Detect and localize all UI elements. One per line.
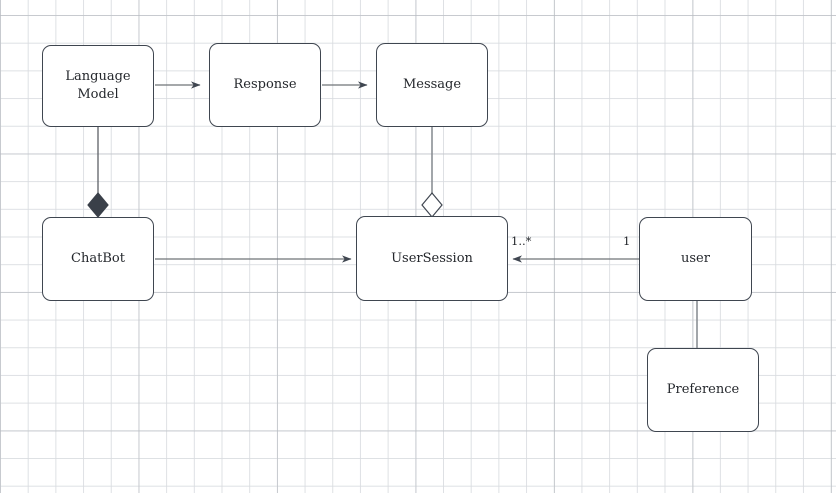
node-chatbot[interactable]: ChatBot [42,217,154,301]
edge-message-to-usersession [421,127,443,218]
node-user[interactable]: user [639,217,752,301]
node-preference[interactable]: Preference [647,348,759,432]
node-response-label: Response [233,77,297,93]
node-message-label: Message [402,77,462,93]
node-response[interactable]: Response [209,43,321,127]
node-user-label: user [681,251,710,267]
hollow-diamond-icon [421,192,443,218]
node-language-model[interactable]: Language Model [42,45,154,127]
node-usersession[interactable]: UserSession [356,216,508,301]
user-multiplicity-label: 1 [623,234,631,248]
node-preference-label: Preference [666,382,740,398]
edge-language-model-to-chatbot [87,127,109,218]
usersession-multiplicity-label: 1..* [511,234,532,248]
node-chatbot-label: ChatBot [71,251,125,267]
node-usersession-label: UserSession [391,250,473,266]
node-message[interactable]: Message [376,43,488,127]
filled-diamond-icon [87,192,109,218]
node-language-model-label: Language Model [65,69,131,102]
